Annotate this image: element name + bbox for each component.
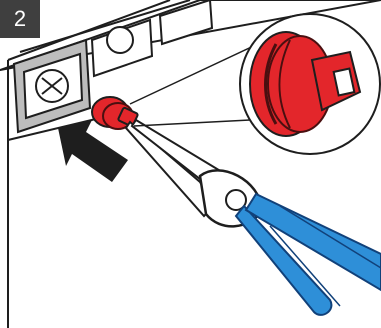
red-sealing-plug-icon (91, 96, 139, 130)
step-number-badge: 2 (0, 0, 40, 38)
magnified-plug-callout-icon (239, 13, 381, 155)
needle-nose-pliers-icon (124, 118, 381, 316)
callout-leader (129, 41, 263, 127)
push-arrow-icon (58, 120, 128, 182)
connector-panel (12, 0, 214, 134)
